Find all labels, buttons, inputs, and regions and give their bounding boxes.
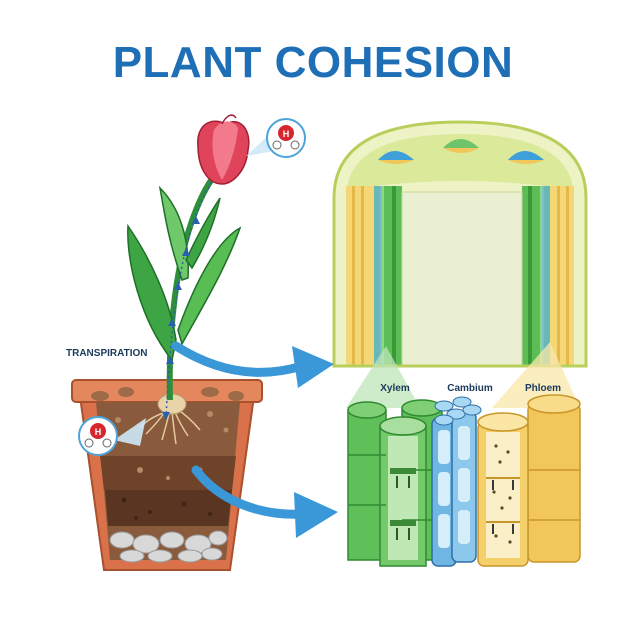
vascular-bundle [378,151,414,164]
vascular-bundle [508,151,544,164]
page-title: PLANT COHESION [112,38,514,87]
transpiration-label: TRANSPIRATION [66,348,147,359]
phloem-zoom-beam [492,342,580,408]
vascular-bundle [443,139,479,153]
xylem-zoom-beam [346,346,420,408]
xylem-label: Xylem [380,383,410,394]
tulip-plant [127,114,250,445]
phloem-tubes [477,394,581,567]
molecule-letter: H [283,129,290,139]
water-molecule-callout-pot: H [78,416,146,456]
tulip-flower [197,114,250,185]
cambium-tubes [431,396,482,567]
cambium-label: Cambium [447,383,493,394]
vascular-tissue-detail [347,394,581,567]
xylem-tubes [347,399,443,567]
flow-arrow-bottom [191,465,338,538]
molecule-letter: H [95,427,102,437]
flow-arrow-top [171,341,334,388]
water-molecule-callout-top: H [246,118,306,158]
phloem-label: Phloem [525,383,561,394]
gravel-layer [109,530,228,563]
stem-cross-section [332,120,588,368]
